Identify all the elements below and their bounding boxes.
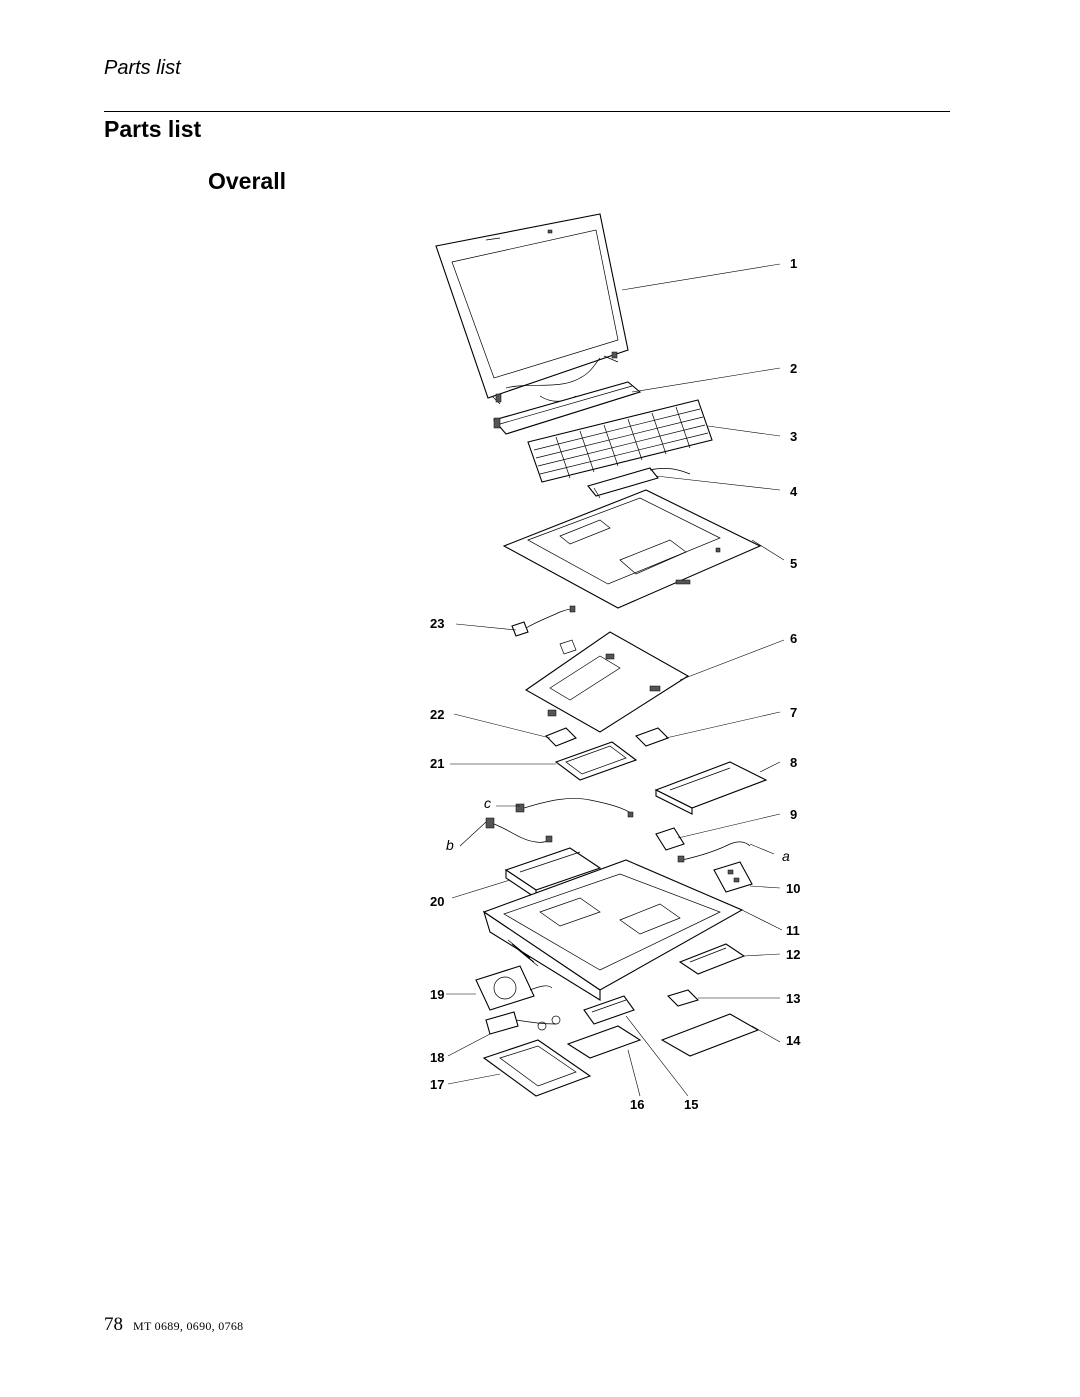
part-cable-b	[485, 817, 553, 843]
part-bottom-door	[482, 1039, 592, 1097]
callout-21: 21	[430, 756, 444, 771]
part-lcd-assembly	[435, 213, 629, 405]
subsection-heading: Overall	[208, 168, 286, 194]
callout-11: 11	[786, 923, 800, 938]
callout-18: 18	[430, 1050, 444, 1065]
part-palm-rest	[502, 489, 762, 609]
page-footer: 78 MT 0689, 0690, 0768	[104, 1314, 243, 1336]
part-card-7	[635, 727, 669, 747]
callout-1: 1	[790, 256, 797, 271]
callout-15: 15	[684, 1097, 698, 1112]
callout-13: 13	[786, 991, 800, 1006]
machine-types: MT 0689, 0690, 0768	[133, 1319, 244, 1333]
callout-17: 17	[430, 1077, 444, 1092]
callout-22: 22	[430, 707, 444, 722]
part-card-13	[666, 989, 700, 1007]
part-antenna-cable	[511, 605, 576, 637]
part-battery	[504, 847, 602, 900]
part-memory-door	[566, 1025, 642, 1059]
part-system-board	[524, 631, 690, 733]
part-cable-c	[515, 798, 634, 818]
part-optical-drive	[654, 761, 768, 815]
callout-4: 4	[790, 484, 798, 499]
callout-a: a	[782, 848, 790, 864]
part-fan	[475, 965, 553, 1011]
part-base-cover	[482, 859, 744, 1001]
running-head: Parts list	[104, 57, 181, 79]
part-memory	[583, 995, 635, 1025]
part-card-22	[545, 727, 577, 747]
part-bracket-9	[655, 827, 751, 863]
callout-b: b	[446, 837, 454, 853]
callout-7: 7	[790, 705, 797, 720]
part-io-board	[713, 861, 753, 893]
section-heading: Parts list	[104, 116, 202, 142]
callout-9: 9	[790, 807, 797, 822]
callout-10: 10	[786, 881, 800, 896]
callout-20: 20	[430, 894, 444, 909]
leader-lines	[446, 263, 785, 1097]
part-hard-drive	[678, 943, 746, 975]
callout-5: 5	[790, 556, 797, 571]
part-card-bracket	[554, 741, 638, 781]
part-keyboard	[527, 399, 713, 483]
callout-19: 19	[430, 987, 444, 1002]
callout-8: 8	[790, 755, 797, 770]
callout-23: 23	[430, 616, 444, 631]
part-heatsink	[485, 1011, 561, 1035]
callout-16: 16	[630, 1097, 644, 1112]
page-number: 78	[104, 1314, 123, 1335]
part-hinge-cover	[493, 381, 642, 435]
callout-12: 12	[786, 947, 800, 962]
callout-2: 2	[790, 361, 797, 376]
part-touchpad-board	[587, 467, 691, 499]
part-door-14	[660, 1013, 760, 1057]
callout-3: 3	[790, 429, 797, 444]
callout-6: 6	[790, 631, 797, 646]
header-rule	[104, 111, 950, 112]
callout-14: 14	[786, 1033, 801, 1048]
callout-c: c	[484, 795, 491, 811]
